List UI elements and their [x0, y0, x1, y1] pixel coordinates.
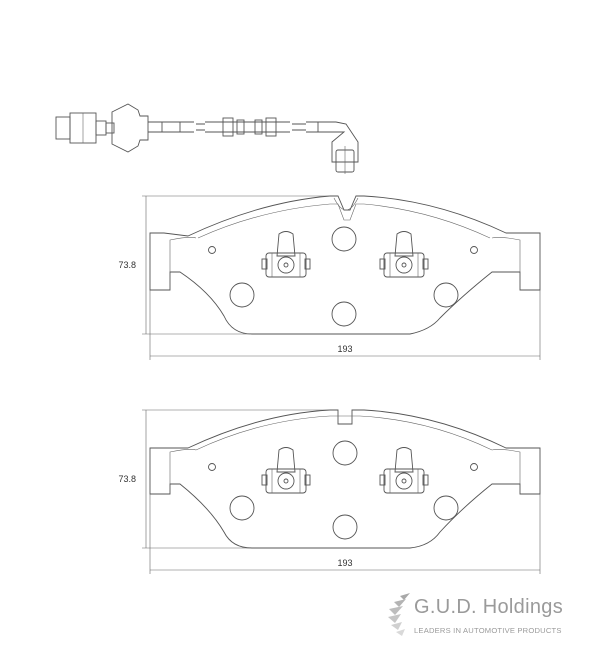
- wear-sensor: [55, 103, 359, 174]
- logo-mark-icon: [388, 593, 410, 636]
- logo-subtitle: LEADERS IN AUTOMOTIVE PRODUCTS: [414, 626, 562, 635]
- top-height-label: 73.8: [118, 260, 136, 270]
- top-width-label: 193: [337, 344, 352, 354]
- top-brake-pad: [149, 195, 541, 335]
- top-height-dimension: [142, 195, 330, 335]
- bottom-height-dimension: [142, 409, 330, 549]
- bottom-width-label: 193: [337, 558, 352, 568]
- gud-holdings-logo: G.U.D. Holdings LEADERS IN AUTOMOTIVE PR…: [386, 592, 591, 642]
- bottom-height-label: 73.8: [118, 474, 136, 484]
- logo-title: G.U.D. Holdings: [414, 596, 563, 618]
- bottom-brake-pad: [149, 409, 541, 549]
- top-width-dimension: [149, 290, 541, 360]
- bottom-width-dimension: [149, 494, 541, 574]
